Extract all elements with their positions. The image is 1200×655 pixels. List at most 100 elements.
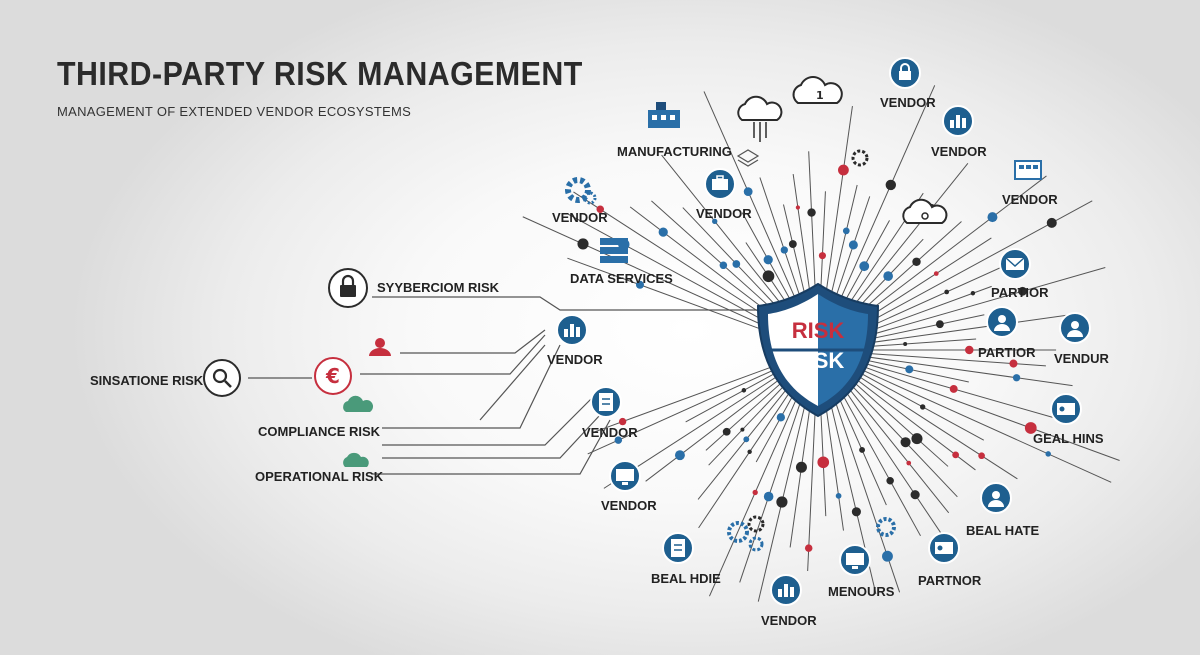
chart-icon	[770, 574, 802, 606]
connector-dot	[776, 413, 785, 422]
connector-line	[817, 349, 1112, 483]
connector-dot	[817, 456, 830, 469]
layers-icon	[736, 149, 760, 167]
connector-dot	[1018, 286, 1028, 296]
connector-dot	[903, 341, 908, 346]
connector-dot	[883, 271, 893, 281]
page-subtitle: MANAGEMENT OF EXTENDED VENDOR ECOSYSTEMS	[57, 104, 412, 119]
user-icon	[980, 482, 1012, 514]
connector-dot	[741, 388, 747, 393]
shield-text-top: RISK	[792, 318, 845, 343]
cloud-icon: 1	[792, 76, 843, 104]
connector-line	[817, 349, 1120, 461]
connector-dot	[807, 208, 816, 217]
connector-dot	[900, 437, 911, 448]
sensitive-risk-label: SINSATIONE RISK	[90, 373, 204, 388]
gear-cluster-icon	[851, 149, 869, 167]
connector-dot	[882, 550, 893, 562]
connector-dot	[658, 227, 668, 237]
connector-dot	[848, 240, 858, 250]
shield-text-bottom: RISK	[792, 348, 845, 373]
node-label-vendor-i: VENDOR	[931, 144, 987, 159]
connector-dot	[838, 164, 849, 176]
briefcase-icon	[704, 168, 736, 200]
connector-dot	[795, 461, 807, 473]
connector-dot	[906, 460, 912, 466]
document-icon	[662, 532, 694, 564]
page-title: THIRD-PARTY RISK MANAGEMENT	[57, 55, 583, 92]
node-label-beal-hdie: BEAL HDIE	[651, 571, 721, 586]
node-label-partior: PARTIOR	[978, 345, 1036, 360]
node-label-vendur: VENDUR	[1054, 351, 1110, 366]
id-card-icon	[1050, 393, 1082, 425]
connector-dot	[818, 252, 826, 260]
connector-dot	[965, 345, 974, 355]
node-label-vendor-b: VENDOR	[696, 206, 752, 221]
node-label-manufacturing: MANUFACTURING	[617, 144, 732, 159]
connector-dot	[788, 240, 797, 248]
connector-dot	[804, 544, 813, 552]
gears-icon	[727, 515, 765, 552]
node-label-data-services: DATA SERVICES	[570, 271, 673, 286]
node-label-menours: MENOURS	[828, 584, 895, 599]
connector-dot	[752, 489, 758, 496]
user-alert-icon	[369, 338, 391, 356]
node-label-vendor-c: VENDOR	[547, 352, 603, 367]
node-label-geal-hins: GEAL HINS	[1033, 431, 1104, 446]
id-card-icon	[928, 532, 960, 564]
node-label-vendor-a: VENDOR	[552, 210, 608, 225]
connector-dot	[1012, 374, 1021, 382]
node-label-partnor: PARTNOR	[918, 573, 982, 588]
node-label-vendor-d: VENDOR	[582, 425, 638, 440]
connector-dot	[933, 271, 939, 276]
connector-dot	[935, 320, 944, 329]
node-label-beal-hate: BEAL HATE	[966, 523, 1040, 538]
operational-risk-label: OPERATIONAL RISK	[255, 469, 384, 484]
connector-dot	[732, 260, 741, 268]
node-label-partior-b: PARTIOR	[991, 285, 1049, 300]
connector-dot	[851, 507, 861, 517]
connector-dot	[912, 257, 921, 267]
cloud-compliance-icon	[343, 395, 374, 412]
connector-dot	[987, 212, 998, 223]
chart-icon	[942, 105, 974, 137]
connector-dot	[944, 289, 950, 295]
monitor-icon	[609, 460, 641, 492]
connector-dot	[885, 179, 897, 191]
cloud-upload-icon	[737, 95, 783, 142]
connector-dot	[835, 493, 842, 499]
connector-dot	[577, 238, 589, 250]
svg-text:€: €	[325, 364, 340, 388]
connector-dot	[596, 205, 604, 214]
document-icon	[590, 386, 622, 418]
cloud-operational-icon	[343, 452, 369, 467]
risk-connectors	[248, 296, 760, 475]
connector-dot	[763, 491, 774, 502]
svg-text:1: 1	[816, 89, 824, 102]
connector-dot	[635, 280, 644, 289]
compliance-risk-label: COMPLIANCE RISK	[258, 424, 381, 439]
connector-dot	[747, 449, 752, 455]
connector-dot	[1009, 359, 1018, 368]
mail-icon	[999, 248, 1031, 280]
connector-dot	[674, 450, 685, 461]
connector-dot	[719, 261, 728, 270]
connector-dot	[920, 404, 926, 410]
lock-icon	[889, 57, 921, 89]
monitor-icon	[839, 544, 871, 576]
connector-dot	[949, 385, 958, 393]
connector-dot	[1024, 422, 1037, 434]
connector-dot	[886, 477, 894, 485]
connector-dot	[911, 433, 923, 445]
node-label-vendor-e: VENDOR	[601, 498, 657, 513]
vendor-nodes: MANUFACTURING VENDOR VENDOR DATA SERVICES VE…	[547, 57, 1110, 628]
gear-small-icon	[876, 517, 896, 537]
connector-dot	[740, 427, 745, 432]
connector-dot	[743, 187, 753, 197]
connector-dot	[614, 436, 623, 444]
user-icon	[986, 306, 1018, 338]
server-icon	[600, 238, 628, 263]
euro-icon: €	[314, 357, 352, 395]
connector-dot	[776, 496, 788, 508]
